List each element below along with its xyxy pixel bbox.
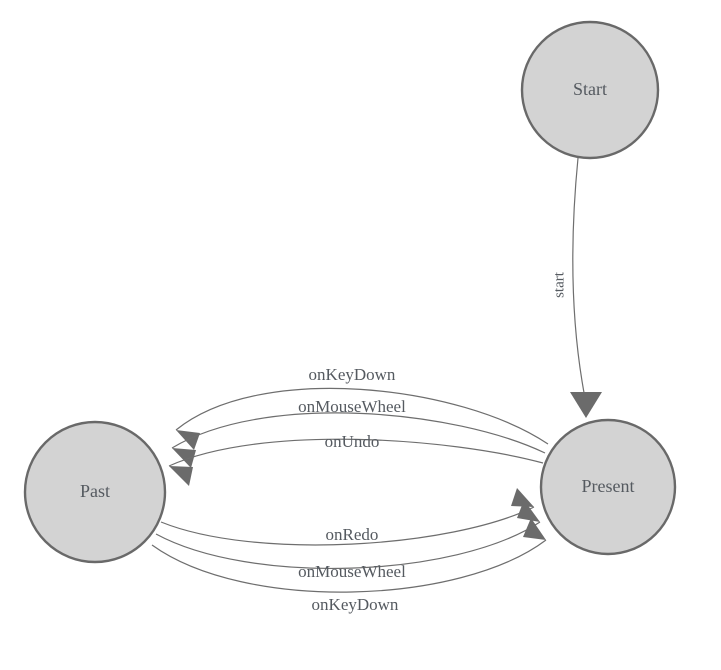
edge-path: [171, 412, 546, 454]
edge-label-onmousewheel-upper: onMouseWheel: [298, 397, 406, 416]
node-past-label: Past: [80, 481, 110, 501]
node-present[interactable]: Present: [539, 418, 677, 556]
edge-start-to-present[interactable]: [570, 157, 602, 418]
edge-label-onredo: onRedo: [326, 525, 379, 544]
edge-past-to-present-onmousewheel[interactable]: [155, 500, 541, 569]
edge-path: [572, 157, 586, 399]
node-past-circle: [23, 420, 167, 564]
node-past[interactable]: Past: [23, 420, 167, 564]
node-present-label: Present: [582, 476, 635, 496]
edge-label-start: start: [551, 271, 567, 298]
edge-past-to-present-onredo[interactable]: [160, 488, 535, 546]
edge-present-to-past-onundo[interactable]: [168, 438, 544, 486]
edge-label-onkeydown-lower: onKeyDown: [312, 595, 399, 614]
arrowhead-icon: [523, 518, 546, 540]
arrowhead-icon: [169, 466, 193, 486]
edge-path: [151, 539, 547, 593]
edge-path: [175, 387, 549, 445]
arrowhead-icon: [172, 448, 196, 468]
node-start[interactable]: Start: [520, 20, 660, 160]
edge-path: [168, 438, 544, 467]
node-start-circle: [520, 20, 660, 160]
edge-label-onundo: onUndo: [325, 432, 380, 451]
arrowhead-icon: [517, 500, 540, 522]
edge-past-to-present-onkeydown[interactable]: [151, 518, 547, 593]
node-present-circle: [539, 418, 677, 556]
node-start-label: Start: [573, 79, 607, 99]
edge-path: [160, 506, 535, 546]
edge-path: [155, 521, 541, 569]
edge-label-onkeydown-upper: onKeyDown: [309, 365, 396, 384]
edge-label-onmousewheel-lower: onMouseWheel: [298, 562, 406, 581]
arrowhead-icon: [511, 488, 534, 507]
edge-present-to-past-onmousewheel[interactable]: [171, 412, 546, 468]
arrowhead-icon: [570, 392, 602, 418]
